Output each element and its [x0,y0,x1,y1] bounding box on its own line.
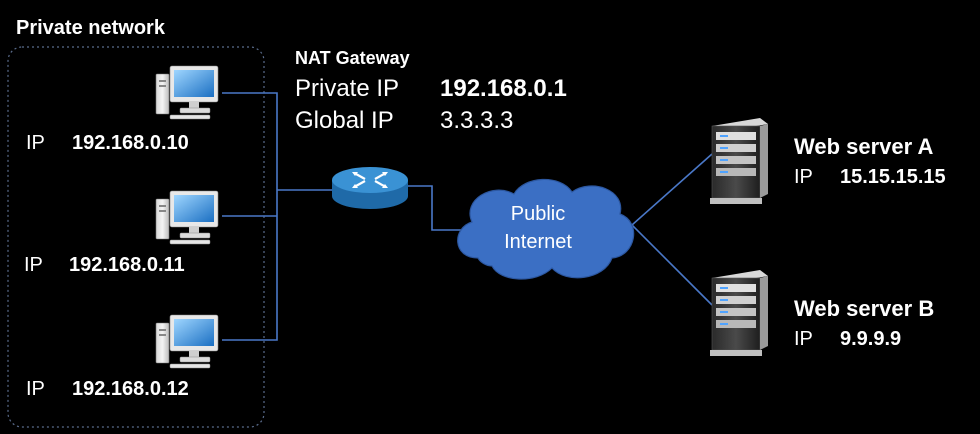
private-network-boundary [7,46,265,428]
nat-global-ip-value: 3.3.3.3 [440,107,514,134]
client-2-ip: 192.168.0.11 [69,254,185,276]
link-pc3-bus [222,190,278,341]
client-3-ip: 192.168.0.12 [72,378,189,400]
server-a-ip: 15.15.15.15 [840,166,946,188]
private-network-label: Private network [16,17,165,39]
server-a-name: Web server A [794,134,934,159]
server-b-ip: 9.9.9.9 [840,328,902,350]
link-cloud-server-b [631,224,713,306]
link-cloud-server-a [631,153,713,226]
server-b-name: Web server B [794,296,935,321]
client-1-ip-label: IP [26,132,45,154]
client-1-ip: 192.168.0.10 [72,132,189,154]
server-b-ip-label: IP [794,328,813,350]
nat-private-ip-value: 192.168.0.1 [440,75,567,102]
desktop-computer-icon [155,65,219,120]
tower-server-icon [709,269,769,357]
nat-private-ip-label: Private IP [295,75,400,102]
tower-server-icon [709,117,769,205]
link-router-cloud [407,185,462,231]
nat-global-ip-label: Global IP [295,107,394,134]
client-3-ip-label: IP [26,378,45,400]
router-icon [332,167,408,209]
link-pc1-bus [222,92,278,190]
client-2-ip-label: IP [24,254,43,276]
connection-lines [222,92,713,341]
cloud-icon [457,178,635,280]
server-a-ip-label: IP [794,166,813,188]
desktop-computer-icon [155,314,219,369]
cloud-label-line2: Internet [504,231,572,253]
nat-gateway-title: NAT Gateway [295,48,410,68]
desktop-computer-icon [155,190,219,245]
cloud-label-line1: Public [510,203,566,225]
cloud-label: Public Internet [478,200,598,256]
